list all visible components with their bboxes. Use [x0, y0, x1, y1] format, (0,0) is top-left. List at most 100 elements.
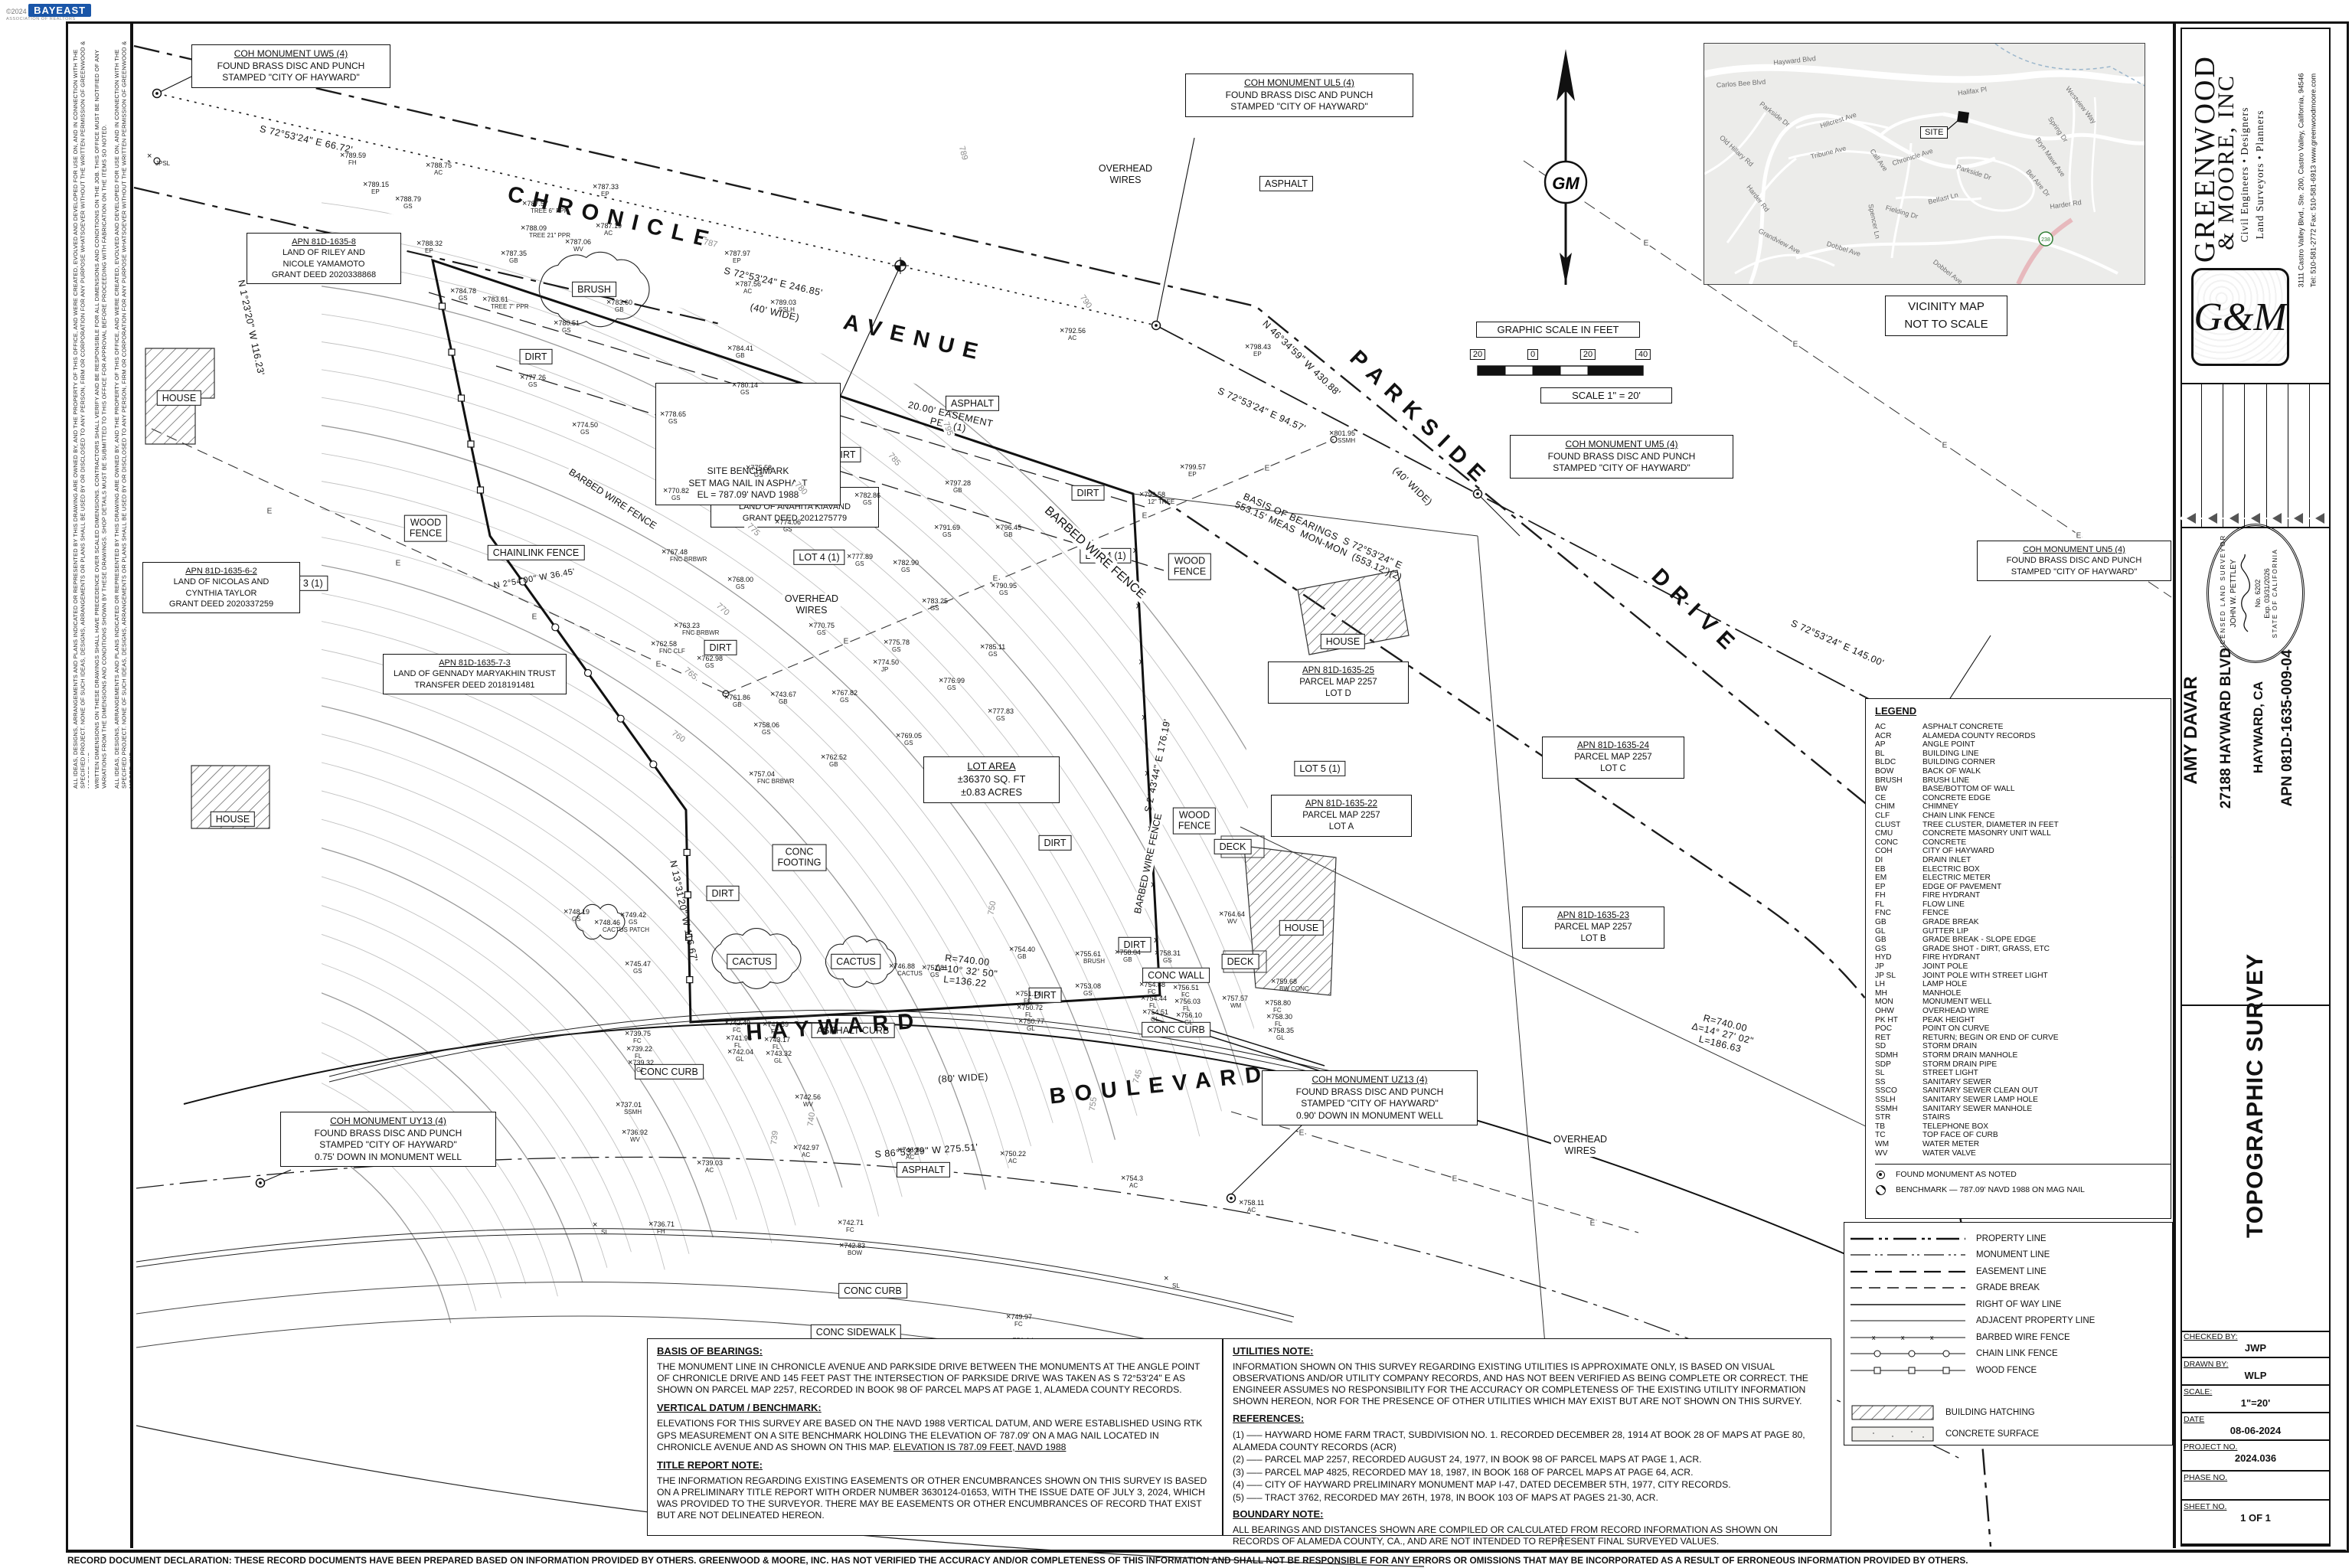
map-label-text: ASPHALT — [1264, 178, 1308, 189]
spot-cross-icon: × — [1017, 1003, 1022, 1012]
contour-line — [322, 468, 1054, 1123]
legend-desc: WATER VALVE — [1922, 1148, 1976, 1158]
spot-cross-icon: × — [821, 753, 826, 762]
company-services-line2: Land Surveyors • Planners — [2254, 109, 2265, 240]
spot-elevation-tag: GS — [1163, 957, 1172, 964]
spot-elevation-value: 782.86 — [859, 492, 880, 499]
legend-desc: GRADE BREAK — [1922, 918, 1979, 927]
spot-elevation-tag: FNC BRBWR — [682, 629, 720, 636]
spot-elevation-tag: GS — [459, 295, 468, 302]
legend-desc: ELECTRIC METER — [1922, 874, 1991, 883]
map-label: ASPHALT — [1259, 175, 1314, 192]
spot-elevation-value: 770.75 — [813, 622, 835, 629]
spot-elevation-value: 784.78 — [455, 287, 476, 295]
legend-desc: MONUMENT WELL — [1922, 998, 1992, 1007]
map-label-text: DIRT — [524, 351, 547, 362]
spot-cross-icon: × — [922, 963, 927, 972]
legend-desc: STREET LIGHT — [1922, 1069, 1978, 1078]
spot-elevation-value: 751.81 — [926, 964, 948, 972]
legend-abbr: TC — [1875, 1131, 1886, 1140]
linetype-row: ADJACENT PROPERTY LINE — [1851, 1313, 2172, 1330]
easement-line-upper — [428, 292, 1145, 508]
spot-cross-icon: × — [1006, 1312, 1011, 1321]
spot-cross-icon: × — [450, 286, 456, 296]
spot-elevation-tag: FNC CLF — [659, 648, 685, 655]
vegetation-cloud — [711, 928, 802, 989]
linetype-label: PROPERTY LINE — [1976, 1233, 2047, 1243]
sheet-title-panel — [2180, 1004, 2331, 1332]
legend-abbr: EB — [1875, 864, 1886, 874]
reference-text: (5) ––– TRACT 3762, RECORDED MAY 26TH, 1… — [1233, 1491, 1658, 1503]
spot-cross-icon: × — [1000, 1149, 1005, 1158]
map-label: HOUSE — [156, 390, 202, 407]
vegetation-cloud — [575, 903, 626, 940]
spot-elevation-value: 756.10 — [1181, 1011, 1202, 1019]
legend-abbr: COH — [1875, 847, 1893, 856]
spot-cross-icon: × — [724, 693, 730, 702]
spot-cross-icon: × — [622, 1128, 627, 1137]
basis-of-bearings-title: BASIS OF BEARINGS: — [657, 1345, 763, 1357]
field-value: 2024.036 — [2234, 1452, 2277, 1464]
spot-cross-icon: × — [724, 1018, 730, 1027]
vertical-datum-title: VERTICAL DATUM / BENCHMARK: — [657, 1402, 822, 1414]
spot-cross-icon: × — [1018, 1017, 1024, 1026]
map-label: CONC FOOTING — [772, 844, 827, 871]
legend-abbr: GB — [1875, 936, 1886, 945]
spot-cross-icon: × — [1245, 342, 1250, 351]
spot-elevation-value: 750.22 — [1004, 1150, 1026, 1158]
subject-lot-boundary — [430, 258, 1161, 1024]
reference-text: (4) ––– CITY OF HAYWARD PRELIMINARY MONU… — [1233, 1479, 1731, 1491]
callout-text: COH MONUMENT UL5 (4) FOUND BRASS DISC AN… — [1225, 77, 1374, 113]
callout-text: LOT AREA ±36370 SQ. FT ±0.83 ACRES — [957, 760, 1026, 798]
map-label-text: ASPHALT CURB — [816, 1024, 890, 1036]
legend-row: EM ELECTRIC METER — [1875, 874, 2171, 883]
found-monument-center — [1230, 1197, 1233, 1200]
spot-elevation-value: 754.51 — [1147, 1008, 1168, 1016]
reference-text: (2) ––– PARCEL MAP 2257, RECORDED AUGUST… — [1233, 1454, 1702, 1465]
titleblock-field-row: CHECKED BY: JWP — [2180, 1331, 2331, 1358]
spot-elevation-value: 789.59 — [345, 152, 366, 159]
client-address-line1: 27188 HAYWARD BLVD — [2218, 647, 2234, 809]
vegetation-outlines — [538, 251, 897, 989]
legend-desc: ANGLE POINT — [1922, 740, 1975, 750]
spot-elevation-tag: GS — [999, 590, 1008, 596]
found-monument-center — [259, 1181, 262, 1184]
legend-abbr: MH — [1875, 988, 1887, 998]
callout-text: APN 81D-1635-22 PARCEL MAP 2257 LOT A — [1302, 799, 1380, 831]
legend-abbr: GB — [1875, 918, 1886, 927]
wood-fence-post — [684, 891, 692, 899]
linetype-label: BARBED WIRE FENCE — [1976, 1332, 2070, 1342]
spot-elevation-tag: GB — [779, 698, 788, 705]
spot-elevation-value: 776.99 — [943, 677, 965, 684]
legend-abbr: EM — [1875, 874, 1887, 883]
areatype-label: BUILDING HATCHING — [1945, 1408, 2035, 1418]
spot-elevation-value: 742.97 — [798, 1144, 819, 1152]
map-label-text: HOUSE — [162, 392, 197, 403]
legend-abbr: PK HT — [1875, 1015, 1899, 1024]
map-label: E — [1792, 340, 1799, 349]
spot-elevation-value: 791.69 — [939, 524, 960, 531]
revision-triangle-icon — [2265, 513, 2282, 524]
map-label: E — [266, 507, 273, 516]
legend-desc: SANITARY SEWER MANHOLE — [1922, 1104, 2033, 1113]
spot-cross-icon: × — [795, 1093, 800, 1102]
